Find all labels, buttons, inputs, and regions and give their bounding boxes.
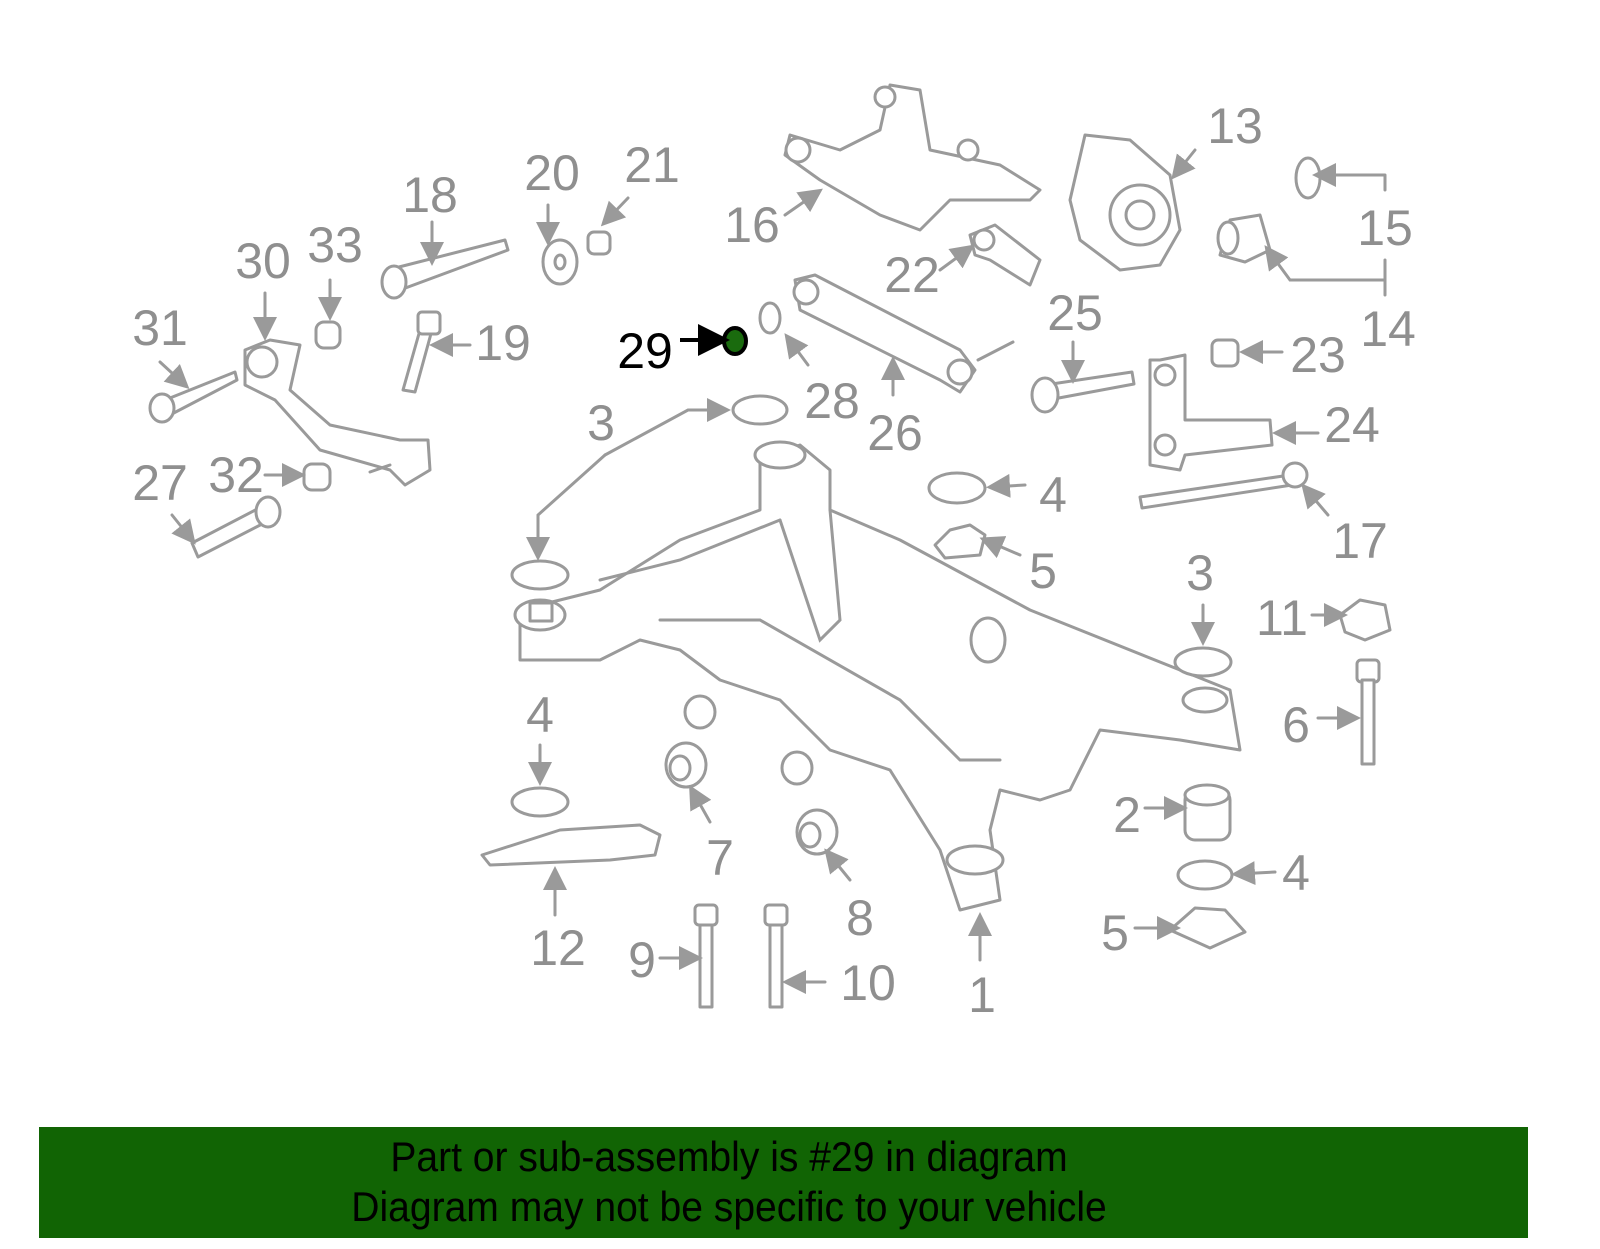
callout-15[interactable]: 15 [1357,200,1413,256]
callout-26[interactable]: 26 [867,405,923,461]
callout-17[interactable]: 17 [1332,513,1388,569]
callout-33[interactable]: 33 [307,217,363,273]
callout-21[interactable]: 21 [624,137,680,193]
callout-27[interactable]: 27 [132,455,188,511]
callout-18[interactable]: 18 [402,167,458,223]
callout-10[interactable]: 10 [840,955,896,1011]
callout-20[interactable]: 20 [524,145,580,201]
callout-9[interactable]: 9 [628,932,656,988]
callout-31[interactable]: 31 [132,300,188,356]
callout-labels: 1 2 3 3 4 4 4 4 5 5 6 7 8 9 10 11 12 13 … [132,98,1416,1023]
callout-4[interactable]: 4 [1282,845,1310,901]
callout-23[interactable]: 23 [1290,327,1346,383]
callout-4[interactable]: 4 [1039,467,1067,523]
callout-2[interactable]: 2 [1113,787,1141,843]
callout-29-highlighted[interactable]: 29 [617,323,673,379]
rear-subframe [513,440,1242,912]
banner-line-2: Diagram may not be specific to your vehi… [351,1183,1107,1230]
callout-24[interactable]: 24 [1324,397,1380,453]
callout-14[interactable]: 14 [1360,301,1416,357]
callout-12[interactable]: 12 [530,920,586,976]
callout-8[interactable]: 8 [846,890,874,946]
parts-diagram: 1 2 3 3 4 4 4 4 5 5 6 7 8 9 10 11 12 13 … [132,83,1416,1023]
callout-11[interactable]: 11 [1256,590,1308,646]
callout-1[interactable]: 1 [968,967,996,1023]
callout-6[interactable]: 6 [1282,697,1310,753]
part-29-highlighted [722,326,748,356]
callout-28[interactable]: 28 [804,373,860,429]
callout-7[interactable]: 7 [706,830,734,886]
callout-16[interactable]: 16 [724,197,780,253]
callout-4[interactable]: 4 [526,687,554,743]
leader-lines [158,148,1361,994]
info-banner: Part or sub-assembly is #29 in diagram D… [39,1127,1528,1238]
parts [148,83,1392,1009]
callout-5[interactable]: 5 [1029,543,1057,599]
callout-30[interactable]: 30 [235,233,291,289]
callout-22[interactable]: 22 [884,247,940,303]
callout-32[interactable]: 32 [208,447,264,503]
callout-3[interactable]: 3 [1186,545,1214,601]
callout-5[interactable]: 5 [1101,905,1129,961]
callout-25[interactable]: 25 [1047,285,1103,341]
callout-13[interactable]: 13 [1207,98,1263,154]
callout-19[interactable]: 19 [475,315,531,371]
callout-3[interactable]: 3 [587,395,615,451]
banner-line-1: Part or sub-assembly is #29 in diagram [390,1133,1068,1180]
